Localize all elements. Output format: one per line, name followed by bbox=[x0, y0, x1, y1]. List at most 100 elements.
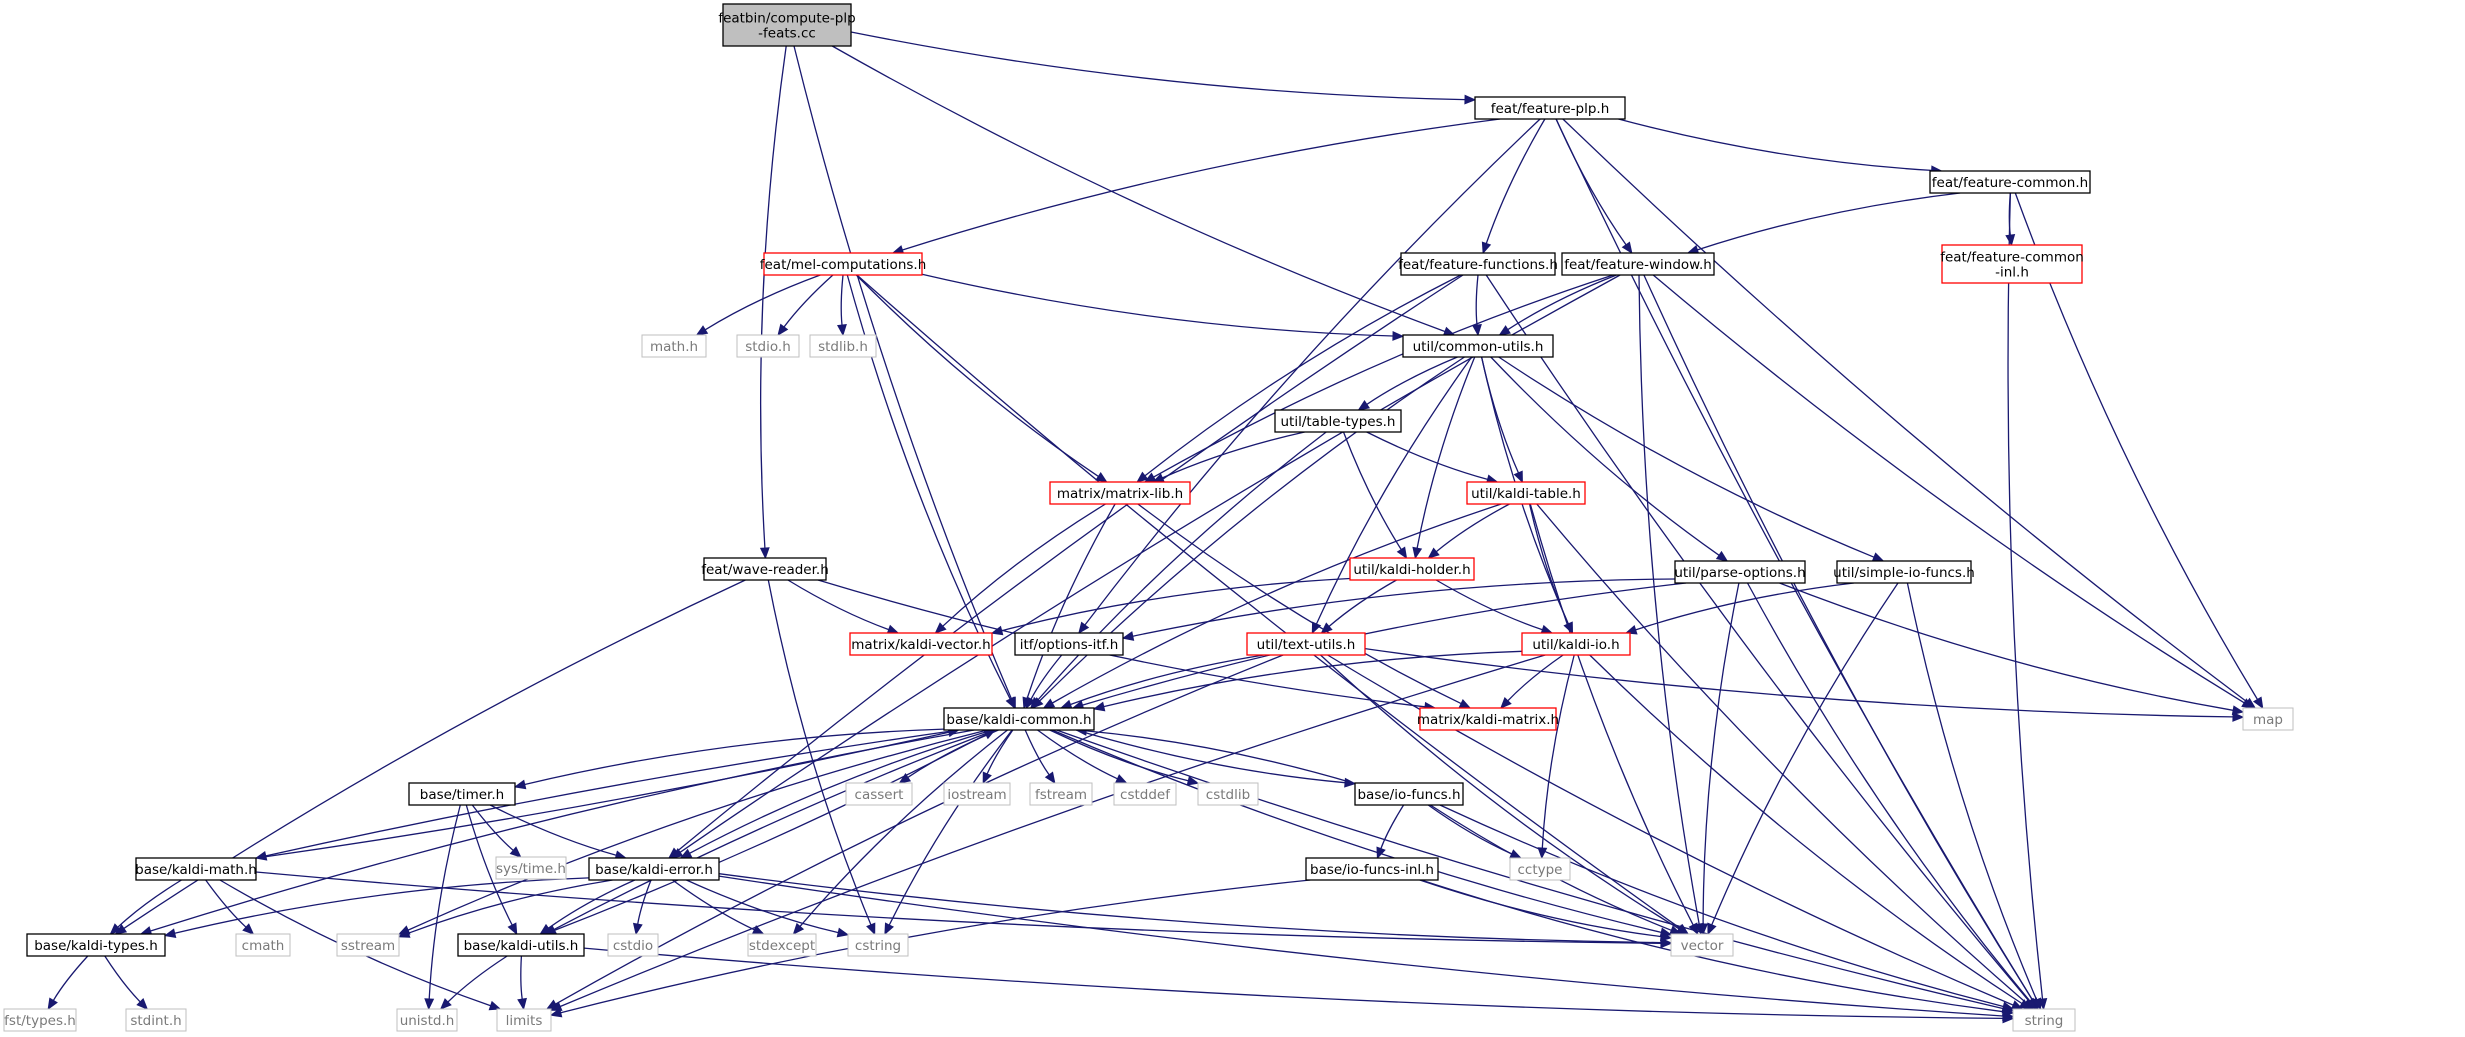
edge-mel-to-stdlibh bbox=[837, 274, 847, 337]
node-iofuncs[interactable]: base/io-funcs.h bbox=[1354, 782, 1464, 806]
node-box bbox=[1049, 481, 1191, 505]
edge-kcommon-to-iostream bbox=[982, 729, 1014, 785]
node-iofinl[interactable]: base/io-funcs-inl.h bbox=[1305, 857, 1439, 881]
node-box bbox=[135, 857, 257, 881]
edge-line bbox=[544, 734, 987, 935]
edge-arrowhead bbox=[1688, 922, 1699, 936]
edge-kerror-to-cstring bbox=[686, 879, 850, 938]
node-wave[interactable]: feat/wave-reader.h bbox=[701, 557, 829, 581]
node-sio[interactable]: util/simple-io-funcs.h bbox=[1833, 560, 1975, 584]
edge-kcommon-to-ktypes bbox=[139, 729, 975, 936]
node-popts[interactable]: util/parse-options.h bbox=[1674, 560, 1806, 584]
node-kmat[interactable]: matrix/kaldi-matrix.h bbox=[1417, 707, 1559, 731]
node-kholder[interactable]: util/kaldi-holder.h bbox=[1349, 557, 1475, 581]
edge-line bbox=[1366, 431, 1488, 481]
node-kvec[interactable]: matrix/kaldi-vector.h bbox=[849, 632, 993, 656]
node-ttypes[interactable]: util/table-types.h bbox=[1274, 409, 1402, 433]
edge-line bbox=[1541, 654, 1575, 849]
node-ktable[interactable]: util/kaldi-table.h bbox=[1466, 481, 1586, 505]
edge-arrowhead bbox=[1621, 241, 1633, 255]
node-cctype: cctype bbox=[1509, 857, 1571, 881]
edge-arrowhead bbox=[109, 923, 122, 935]
node-box bbox=[588, 857, 720, 881]
edge-line bbox=[1652, 274, 2245, 704]
edge-arrowhead bbox=[670, 847, 684, 859]
node-textu[interactable]: util/text-utils.h bbox=[1246, 632, 1366, 656]
node-kerror[interactable]: base/kaldi-error.h bbox=[588, 857, 720, 881]
edge-arrowhead bbox=[1311, 621, 1322, 635]
edge-kcommon-to-timer bbox=[513, 728, 945, 790]
node-box bbox=[1474, 96, 1626, 120]
node-label: feat/feature-common.h bbox=[1932, 175, 2088, 191]
edge-line bbox=[1132, 578, 1676, 637]
node-ktypes[interactable]: base/kaldi-types.h bbox=[26, 933, 166, 957]
edge-kcommon-to-kutils bbox=[544, 729, 996, 935]
edge-kholder-to-textu bbox=[1320, 579, 1397, 634]
edge-line bbox=[637, 879, 652, 925]
node-fwin[interactable]: feat/feature-window.h bbox=[1561, 252, 1715, 276]
edge-arrowhead bbox=[1481, 241, 1492, 255]
node-label: itf/options-itf.h bbox=[1020, 637, 1119, 653]
node-kmath[interactable]: base/kaldi-math.h bbox=[135, 857, 257, 881]
edge-arrowhead bbox=[1059, 699, 1073, 710]
edge-arrowhead bbox=[1698, 923, 1709, 936]
edge-arrowhead bbox=[1458, 699, 1472, 709]
node-plp[interactable]: feat/feature-plp.h bbox=[1474, 96, 1626, 120]
node-label: featbin/compute-plp bbox=[718, 11, 855, 27]
edge-arrowhead bbox=[1472, 324, 1482, 337]
edge-popts-to-map bbox=[1779, 582, 2245, 716]
edge-arrowhead bbox=[517, 997, 527, 1011]
node-oitf[interactable]: itf/options-itf.h bbox=[1014, 632, 1124, 656]
node-label: iostream bbox=[947, 787, 1006, 803]
edge-arrowhead bbox=[836, 927, 850, 938]
edge-line bbox=[255, 731, 950, 859]
node-timer[interactable]: base/timer.h bbox=[408, 782, 516, 806]
edge-line bbox=[686, 879, 839, 934]
node-kio[interactable]: util/kaldi-io.h bbox=[1521, 632, 1631, 656]
node-box bbox=[703, 557, 827, 581]
node-mel[interactable]: feat/mel-computations.h bbox=[760, 252, 927, 276]
node-kcommon[interactable]: base/kaldi-common.h bbox=[943, 707, 1095, 731]
node-limits: limits bbox=[496, 1008, 552, 1032]
node-box bbox=[1670, 933, 1734, 957]
edge-line bbox=[1056, 729, 2004, 1010]
edge-line bbox=[817, 579, 1426, 708]
edge-line bbox=[855, 274, 1099, 477]
node-box bbox=[747, 933, 817, 957]
node-label: stdexcept bbox=[749, 938, 815, 954]
node-ffunc[interactable]: feat/feature-functions.h bbox=[1398, 252, 1558, 276]
edge-line bbox=[174, 877, 590, 934]
node-sstream: sstream bbox=[336, 933, 400, 957]
edge-line bbox=[1746, 582, 2031, 1002]
node-label: string bbox=[2025, 1013, 2064, 1029]
node-fcommon[interactable]: feat/feature-common.h bbox=[1929, 170, 2091, 194]
node-vector: vector bbox=[1670, 933, 1734, 957]
edge-line bbox=[850, 31, 1466, 101]
edge-line bbox=[902, 118, 1501, 251]
node-cutils[interactable]: util/common-utils.h bbox=[1402, 334, 1554, 358]
edge-arrowhead bbox=[2005, 234, 2016, 247]
edge-line bbox=[447, 955, 508, 1003]
node-box bbox=[943, 707, 1095, 731]
node-mlib[interactable]: matrix/matrix-lib.h bbox=[1049, 481, 1191, 505]
edge-line bbox=[548, 879, 636, 929]
node-kutils[interactable]: base/kaldi-utils.h bbox=[457, 933, 585, 957]
node-label: base/timer.h bbox=[420, 787, 504, 803]
edge-line bbox=[553, 729, 996, 930]
edge-arrowhead bbox=[2241, 698, 2254, 709]
node-label: feat/feature-functions.h bbox=[1398, 257, 1558, 273]
node-fcommoninl[interactable]: feat/feature-common-inl.h bbox=[1940, 244, 2084, 284]
edge-line bbox=[489, 804, 617, 856]
edge-mel-to-cutils bbox=[921, 273, 1405, 341]
edge-line bbox=[559, 654, 1546, 1008]
node-root[interactable]: featbin/compute-plp-feats.cc bbox=[718, 3, 856, 47]
edge-line bbox=[1049, 729, 1189, 782]
node-label: vector bbox=[1681, 938, 1724, 954]
edge-arrowhead bbox=[2252, 696, 2264, 710]
edge-arrowhead bbox=[2001, 1006, 2015, 1017]
edge-line bbox=[555, 654, 1284, 1005]
edge-arrowhead bbox=[1005, 696, 1016, 710]
node-label: cmath bbox=[242, 938, 285, 954]
node-box bbox=[1014, 632, 1124, 656]
edge-arrowhead bbox=[1659, 931, 1673, 942]
